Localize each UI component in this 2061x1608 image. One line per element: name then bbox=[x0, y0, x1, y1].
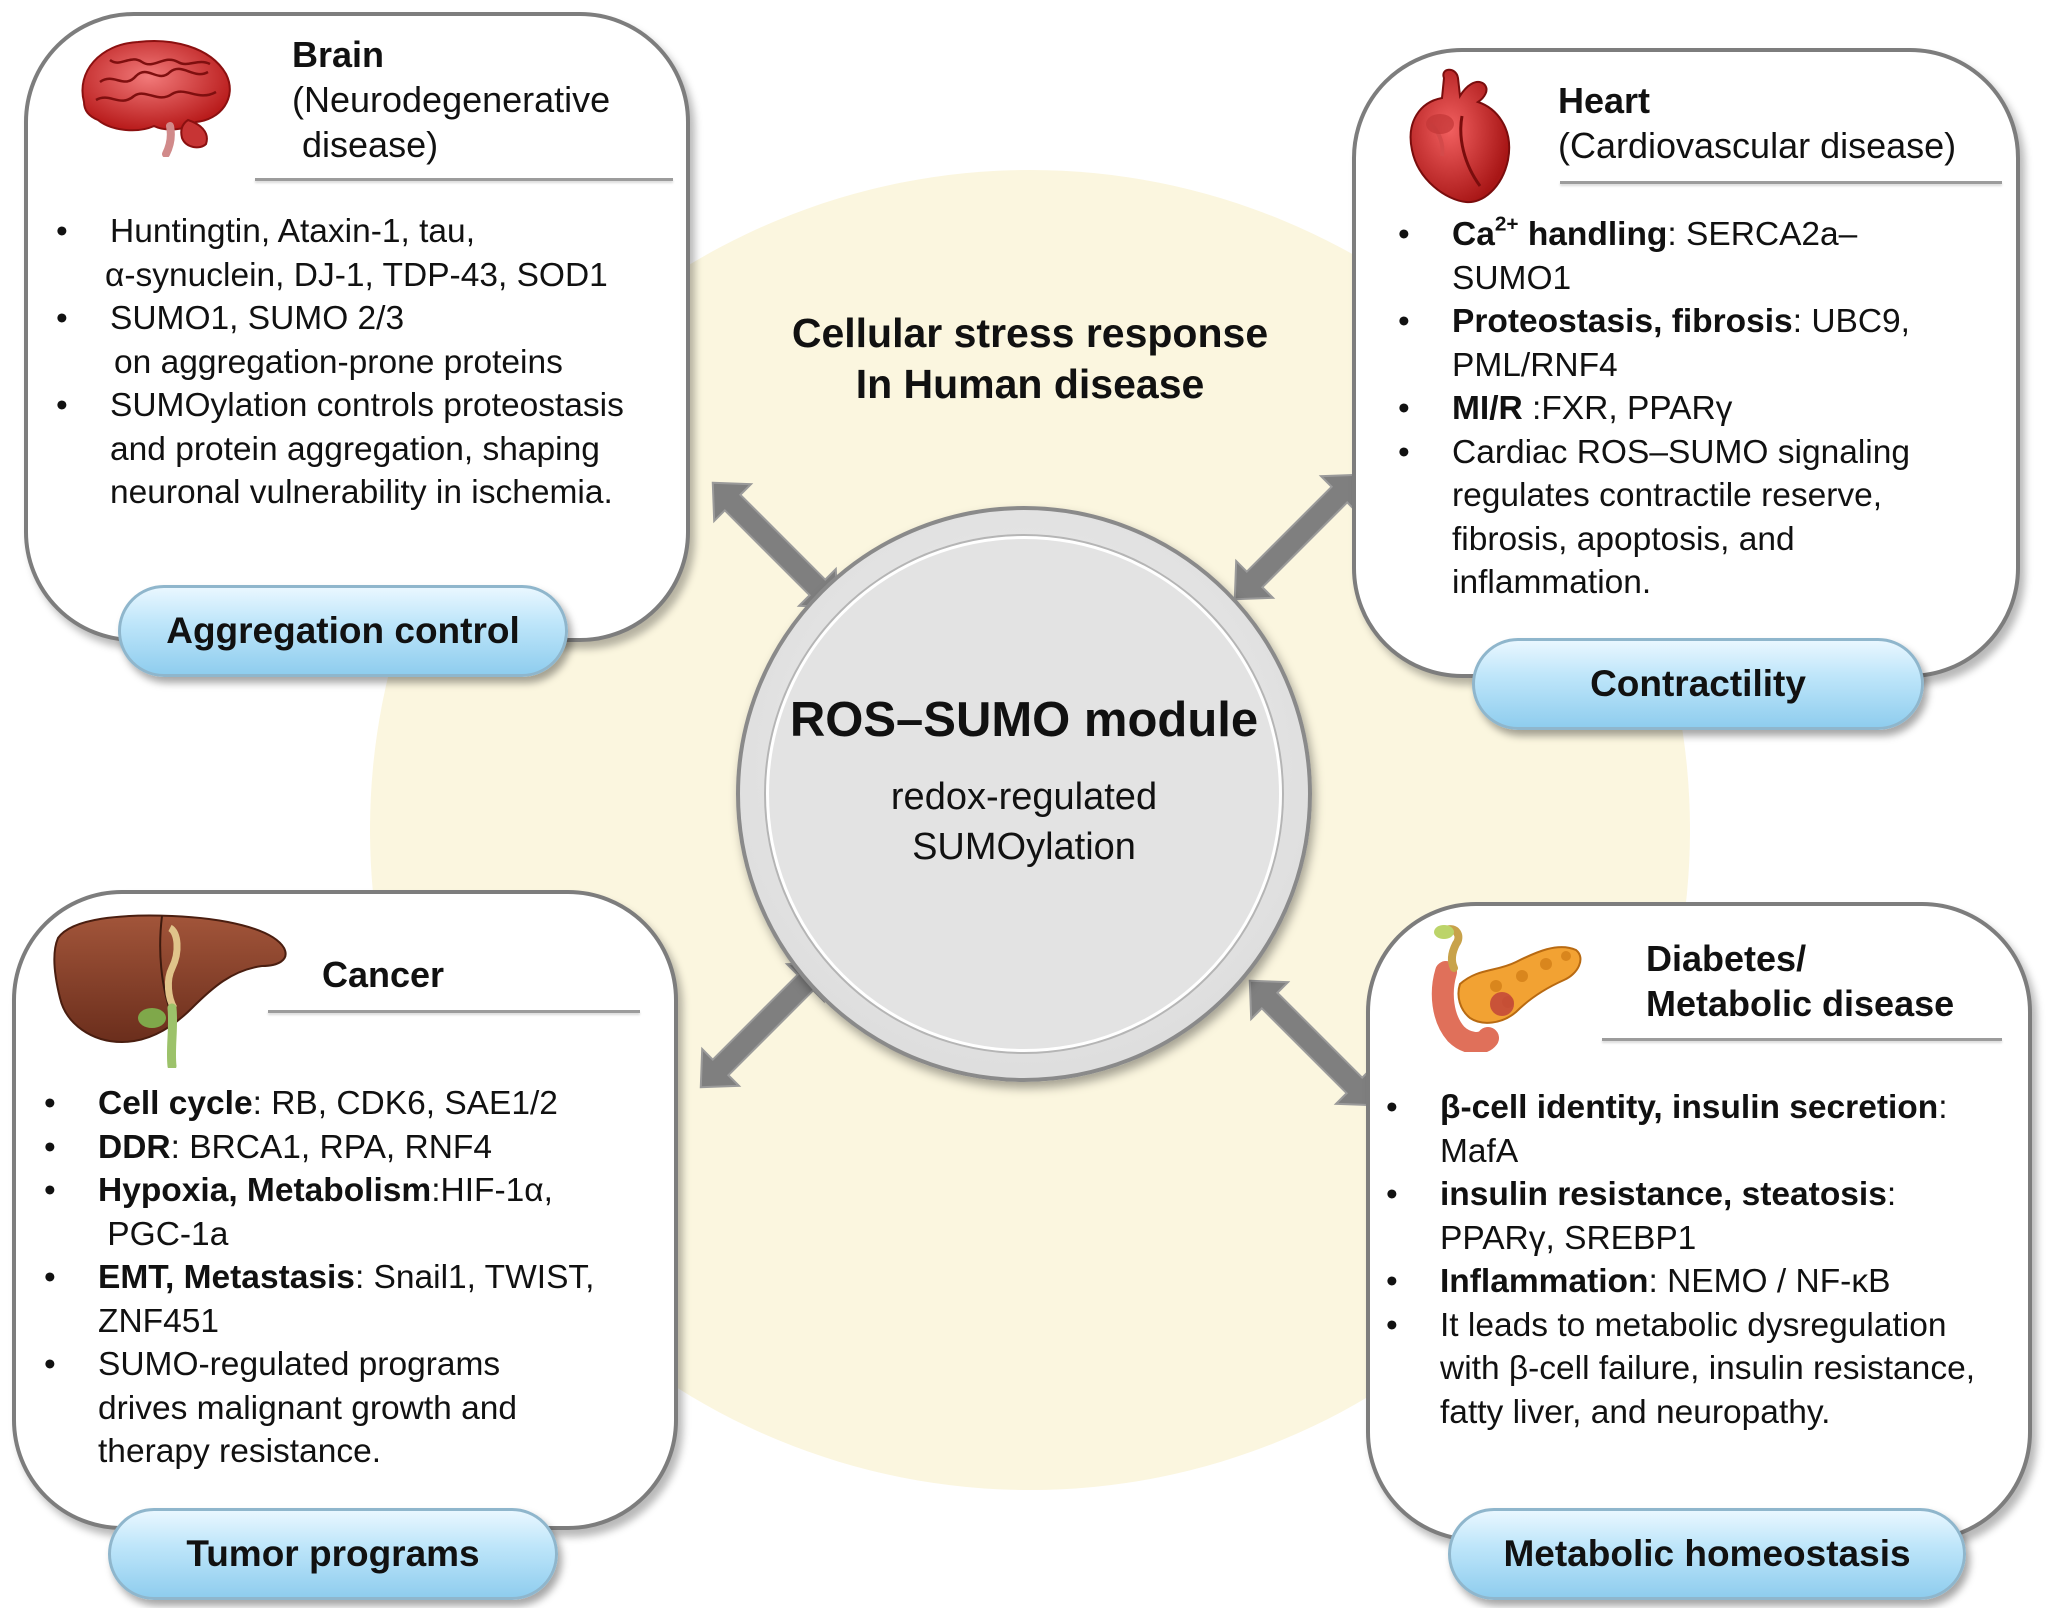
brain-title-text: Brain bbox=[292, 34, 385, 75]
ros-sumo-subtitle: redox-regulated SUMOylation bbox=[740, 772, 1308, 872]
diabetes-bullets: β-cell identity, insulin secretion:MafA … bbox=[1368, 1086, 2048, 1434]
brain-subtitle-line-2: disease) bbox=[292, 124, 439, 165]
diabetes-bullet-2: insulin resistance, steatosis:PPARγ, SRE… bbox=[1368, 1173, 2048, 1260]
cancer-bullet-4: EMT, Metastasis: Snail1, TWIST,ZNF451 bbox=[26, 1256, 676, 1343]
cancer-bullet-2: DDR: BRCA1, RPA, RNF4 bbox=[26, 1126, 676, 1170]
diabetes-bullet-4: It leads to metabolic dysregulationwith … bbox=[1368, 1304, 2048, 1435]
ros-sumo-inner-ring bbox=[766, 536, 1282, 1052]
diabetes-bullet-3: Inflammation: NEMO / NF-κB bbox=[1368, 1260, 2048, 1304]
cancer-bullet-1: Cell cycle: RB, CDK6, SAE1/2 bbox=[26, 1082, 676, 1126]
heart-icon bbox=[1409, 68, 1511, 204]
pancreas-icon bbox=[1431, 925, 1582, 1052]
cancer-title-rule bbox=[268, 1010, 640, 1013]
diabetes-title-rule bbox=[1602, 1038, 2002, 1041]
cancer-bullet-3: Hypoxia, Metabolism:HIF-1α, PGC-1a bbox=[26, 1169, 676, 1256]
stress-title-line-1: Cellular stress response bbox=[791, 310, 1269, 356]
brain-icon bbox=[81, 40, 231, 157]
heart-bullet-3: MI/R :FXR, PPARγ bbox=[1380, 387, 2020, 431]
ros-sumo-module-circle: ROS–SUMO module redox-regulated SUMOylat… bbox=[736, 506, 1312, 1082]
heart-bullets: Ca2+ handling: SERCA2a–SUMO1 Proteostasi… bbox=[1380, 213, 2020, 605]
heart-title-text: Heart bbox=[1558, 80, 1651, 121]
diabetes-title-line-2: Metabolic disease bbox=[1646, 983, 1955, 1024]
heart-bullet-2: Proteostasis, fibrosis: UBC9,PML/RNF4 bbox=[1380, 300, 2020, 387]
brain-bullet-2: SUMO1, SUMO 2/3on aggregation-prone prot… bbox=[38, 297, 678, 384]
cancer-bullets: Cell cycle: RB, CDK6, SAE1/2 DDR: BRCA1,… bbox=[26, 1082, 676, 1474]
brain-bullet-1: Huntingtin, Ataxin-1, tau,α-synuclein, D… bbox=[38, 210, 678, 297]
ros-sumo-title: ROS–SUMO module bbox=[789, 693, 1259, 747]
diabetes-title: Diabetes/ Metabolic disease bbox=[1646, 936, 1954, 1026]
ros-sumo-subtitle-line-2: SUMOylation bbox=[912, 826, 1136, 868]
ros-sumo-subtitle-line-1: redox-regulated bbox=[890, 776, 1158, 818]
diabetes-bullet-1: β-cell identity, insulin secretion:MafA bbox=[1368, 1086, 2048, 1173]
brain-bullets: Huntingtin, Ataxin-1, tau,α-synuclein, D… bbox=[38, 210, 678, 515]
liver-icon bbox=[53, 914, 287, 1068]
aggregation-control-pill: Aggregation control bbox=[118, 585, 568, 677]
cancer-title: Cancer bbox=[322, 952, 444, 997]
heart-title-rule bbox=[1560, 181, 2002, 184]
heart-subtitle: (Cardiovascular disease) bbox=[1558, 125, 1957, 166]
metabolic-homeostasis-pill: Metabolic homeostasis bbox=[1448, 1508, 1966, 1600]
diabetes-title-line-1: Diabetes/ bbox=[1646, 938, 1807, 979]
arrow-diabetes-center bbox=[1248, 979, 1376, 1107]
stress-response-title: Cellular stress response In Human diseas… bbox=[700, 308, 1360, 410]
cancer-title-text: Cancer bbox=[322, 954, 445, 995]
tumor-programs-pill: Tumor programs bbox=[108, 1508, 558, 1600]
brain-title: Brain (Neurodegenerative disease) bbox=[292, 32, 610, 167]
brain-subtitle-line-1: (Neurodegenerative bbox=[292, 79, 611, 120]
brain-title-rule bbox=[255, 178, 673, 181]
heart-title: Heart (Cardiovascular disease) bbox=[1558, 78, 1956, 168]
stress-title-line-2: In Human disease bbox=[855, 361, 1205, 407]
contractility-pill: Contractility bbox=[1472, 638, 1924, 730]
arrow-heart-center bbox=[1233, 473, 1361, 601]
heart-bullet-1: Ca2+ handling: SERCA2a–SUMO1 bbox=[1380, 213, 2020, 300]
